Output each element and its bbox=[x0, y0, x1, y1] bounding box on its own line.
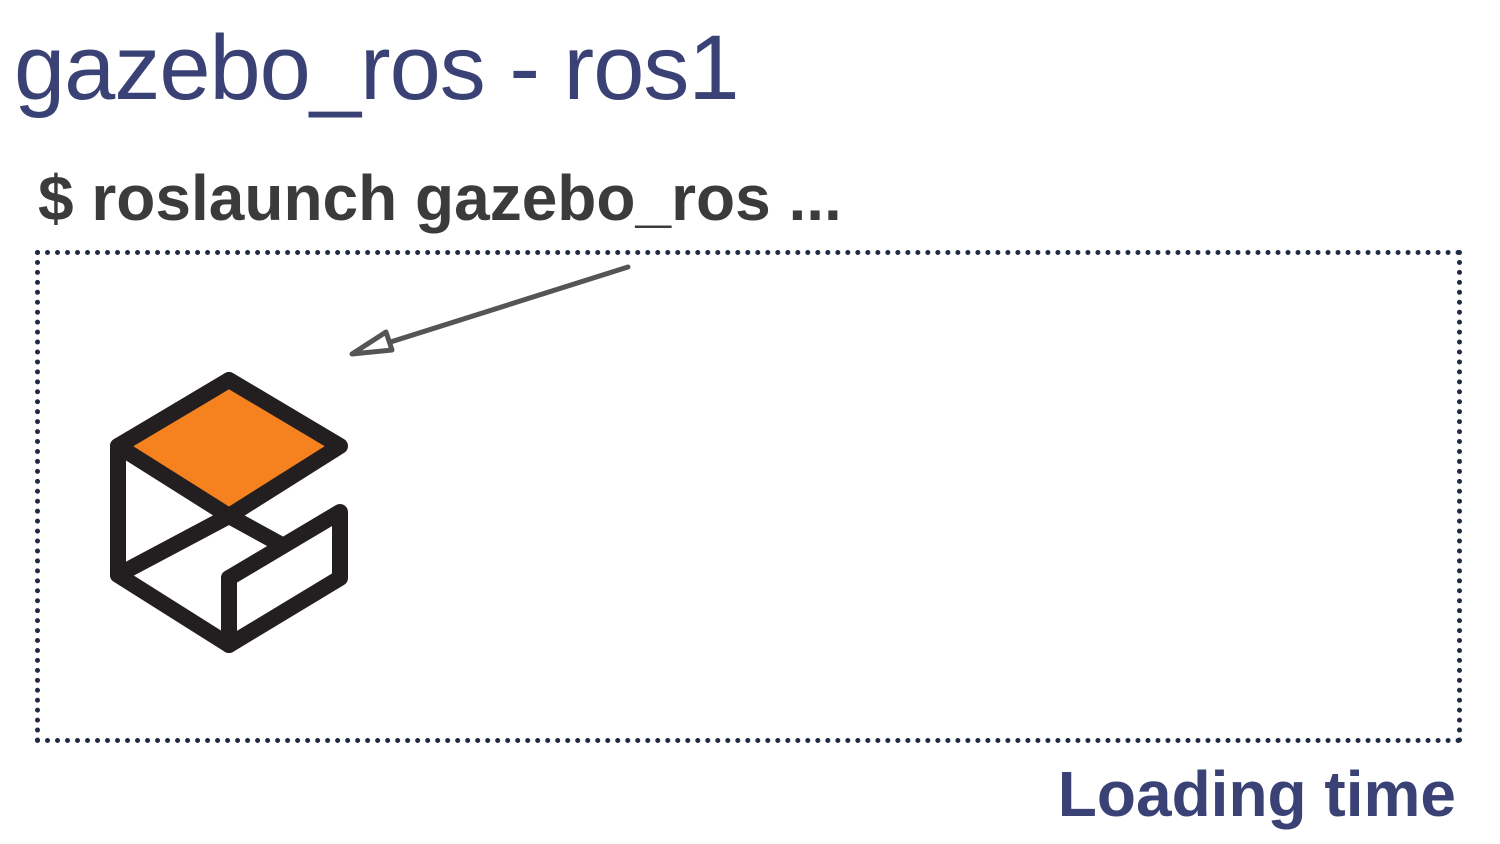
command-text: $ roslaunch gazebo_ros ... bbox=[38, 162, 842, 234]
loading-time-label: Loading time bbox=[1057, 758, 1456, 830]
page-title: gazebo_ros - ros1 bbox=[14, 17, 740, 119]
gazebo-logo-icon bbox=[110, 372, 348, 653]
arrow-icon bbox=[349, 264, 631, 357]
loading-region-box bbox=[35, 250, 1462, 743]
